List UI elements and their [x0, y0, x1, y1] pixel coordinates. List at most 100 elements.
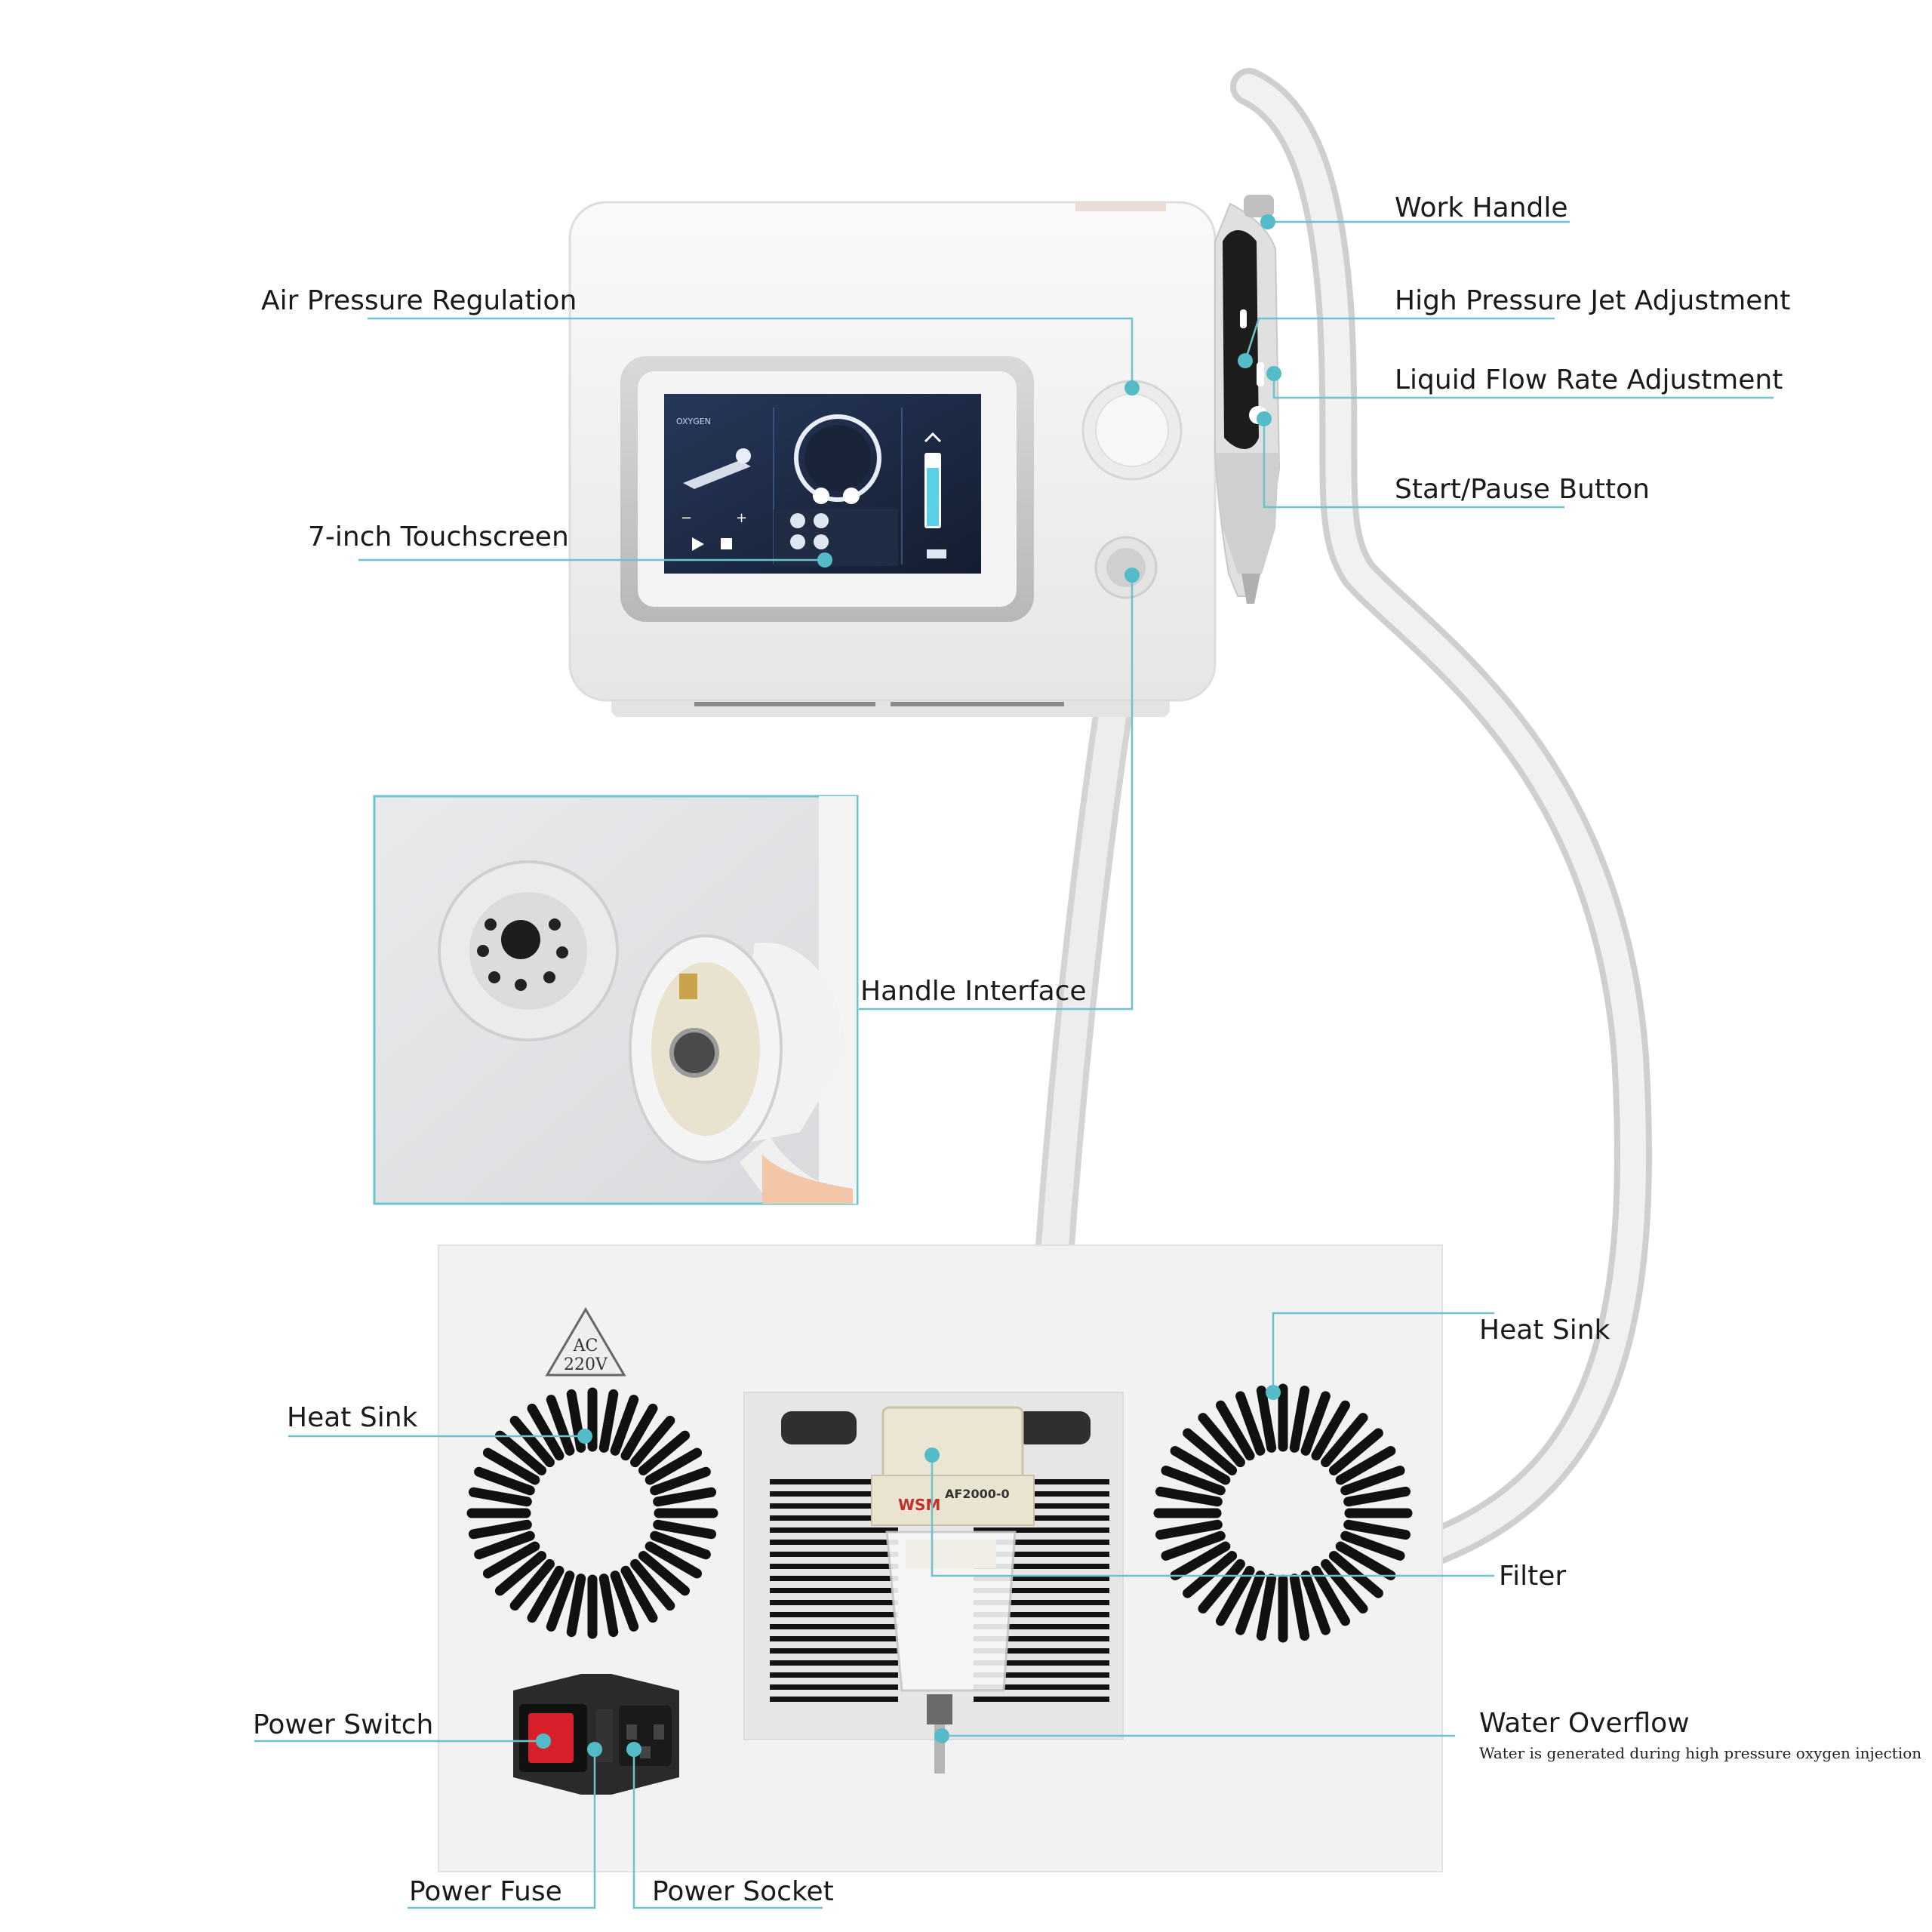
grille-slot	[770, 1491, 898, 1497]
fan-slot	[1235, 1391, 1266, 1456]
fan-slot	[1198, 1558, 1245, 1614]
label-filter: Filter	[1499, 1561, 1566, 1592]
fan-slot	[546, 1395, 575, 1456]
fan-slot	[1335, 1541, 1396, 1580]
device-top-seam	[1075, 202, 1166, 211]
grille-slot	[974, 1540, 1109, 1545]
screen-play-icon[interactable]	[692, 537, 704, 551]
fan-slot	[1155, 1486, 1223, 1507]
screen-plus-icon[interactable]: +	[736, 510, 747, 526]
fan-slot	[1343, 1519, 1411, 1540]
fan-slot	[1328, 1428, 1383, 1475]
grille-slot	[770, 1660, 898, 1666]
fan-slot	[620, 1565, 658, 1623]
screen-handpiece-image	[683, 460, 751, 489]
finger	[762, 1155, 853, 1204]
fan-slot	[650, 1466, 711, 1496]
fan-slot	[1340, 1466, 1405, 1496]
grille-slot	[974, 1636, 1109, 1641]
fan-slot	[1161, 1531, 1226, 1561]
fan-slot	[1311, 1565, 1350, 1626]
filter: WSM AF2000-0	[781, 1406, 1091, 1774]
air-pressure-knob[interactable]	[1081, 380, 1183, 481]
work-handle[interactable]	[1214, 195, 1281, 604]
fan-slot	[638, 1551, 691, 1596]
fan-slot	[474, 1531, 535, 1560]
filter-brand: WSM	[898, 1496, 940, 1514]
fan-slot	[1321, 1413, 1368, 1468]
power-module	[513, 1674, 679, 1795]
fan-slot	[468, 1487, 532, 1507]
handle-nozzle	[1241, 574, 1260, 604]
fan-slot	[1170, 1541, 1231, 1580]
fan-slot	[509, 1558, 555, 1611]
label-power-socket: Power Socket	[652, 1876, 834, 1907]
label-air-pressure-regulation: Air Pressure Regulation	[261, 285, 577, 316]
fan-slot	[1328, 1551, 1383, 1598]
grille-slot	[770, 1636, 898, 1641]
grille-slot	[974, 1564, 1109, 1569]
screen-stop-icon[interactable]	[721, 538, 732, 549]
fan-slot	[1289, 1574, 1310, 1641]
fan-slot	[1155, 1519, 1223, 1540]
fan-slot	[1161, 1466, 1226, 1496]
label-water-overflow-note: Water is generated during high pressure …	[1479, 1744, 1921, 1762]
screen-s1-button[interactable]	[790, 513, 805, 528]
fan-slot	[1256, 1574, 1277, 1641]
grille-slot	[974, 1588, 1109, 1593]
screen-minus-icon[interactable]: −	[681, 510, 692, 526]
screen-s2-button[interactable]	[814, 513, 829, 528]
fan-slot	[1321, 1558, 1368, 1614]
label-water-overflow: Water Overflow	[1479, 1708, 1690, 1739]
label-touchscreen: 7-inch Touchscreen	[308, 521, 569, 552]
grille-slot	[974, 1612, 1109, 1617]
label-handle-interface: Handle Interface	[860, 976, 1087, 1007]
grille-slot	[770, 1600, 898, 1605]
voltage-line2: 220V	[564, 1355, 608, 1374]
fan-slot	[1198, 1413, 1245, 1468]
fan-slot	[1170, 1446, 1231, 1485]
screen-brand: OXYGEN	[676, 417, 711, 426]
handle-socket[interactable]	[1094, 536, 1158, 599]
jet-adjust-slider[interactable]	[1240, 309, 1247, 328]
grille-slot	[974, 1660, 1109, 1666]
fan-slot	[1216, 1400, 1255, 1461]
screen-dial-minus[interactable]	[813, 488, 829, 504]
label-power-fuse: Power Fuse	[409, 1876, 562, 1907]
screen-confirm-button[interactable]	[927, 549, 946, 558]
label-high-pressure-jet: High Pressure Jet Adjustment	[1395, 285, 1790, 316]
filter-model: AF2000-0	[945, 1487, 1010, 1501]
fan-slot	[1235, 1571, 1266, 1635]
grille-slot	[974, 1600, 1109, 1605]
grille-slot	[974, 1697, 1109, 1702]
grille-slot	[770, 1564, 898, 1569]
flow-rate-slider[interactable]	[1257, 362, 1264, 386]
fan-slot	[1289, 1386, 1310, 1453]
fan-slot	[1343, 1486, 1411, 1507]
touchscreen[interactable]: OXYGEN − +	[664, 394, 981, 574]
screen-dial-plus[interactable]	[843, 488, 860, 504]
fan-slot	[1300, 1391, 1331, 1456]
fan-slot	[1183, 1428, 1238, 1475]
voltage-warning-triangle: AC 220V	[545, 1307, 626, 1377]
grille-slot	[974, 1527, 1109, 1533]
screen-s4-button[interactable]	[814, 534, 829, 549]
screen-dial[interactable]	[794, 414, 881, 502]
power-switch[interactable]	[528, 1713, 574, 1763]
grille-slot	[974, 1624, 1109, 1629]
voltage-line1: AC	[573, 1337, 598, 1355]
fan-slot	[474, 1466, 535, 1496]
label-heat-sink-right: Heat Sink	[1479, 1315, 1611, 1346]
fan-slot	[598, 1574, 619, 1638]
grille-slot	[770, 1527, 898, 1533]
back-panel: AC 220V WSM AF2000-0	[438, 1244, 1443, 1872]
grille-slot	[974, 1648, 1109, 1654]
grille-slot	[974, 1576, 1109, 1581]
screen-s3-button[interactable]	[790, 534, 805, 549]
male-plug	[629, 934, 853, 1204]
grille-slot	[770, 1479, 898, 1484]
grille-slot	[770, 1697, 898, 1702]
fan-slot	[620, 1403, 658, 1461]
grille-slot	[770, 1588, 898, 1593]
screen-up-icon[interactable]	[924, 432, 942, 443]
